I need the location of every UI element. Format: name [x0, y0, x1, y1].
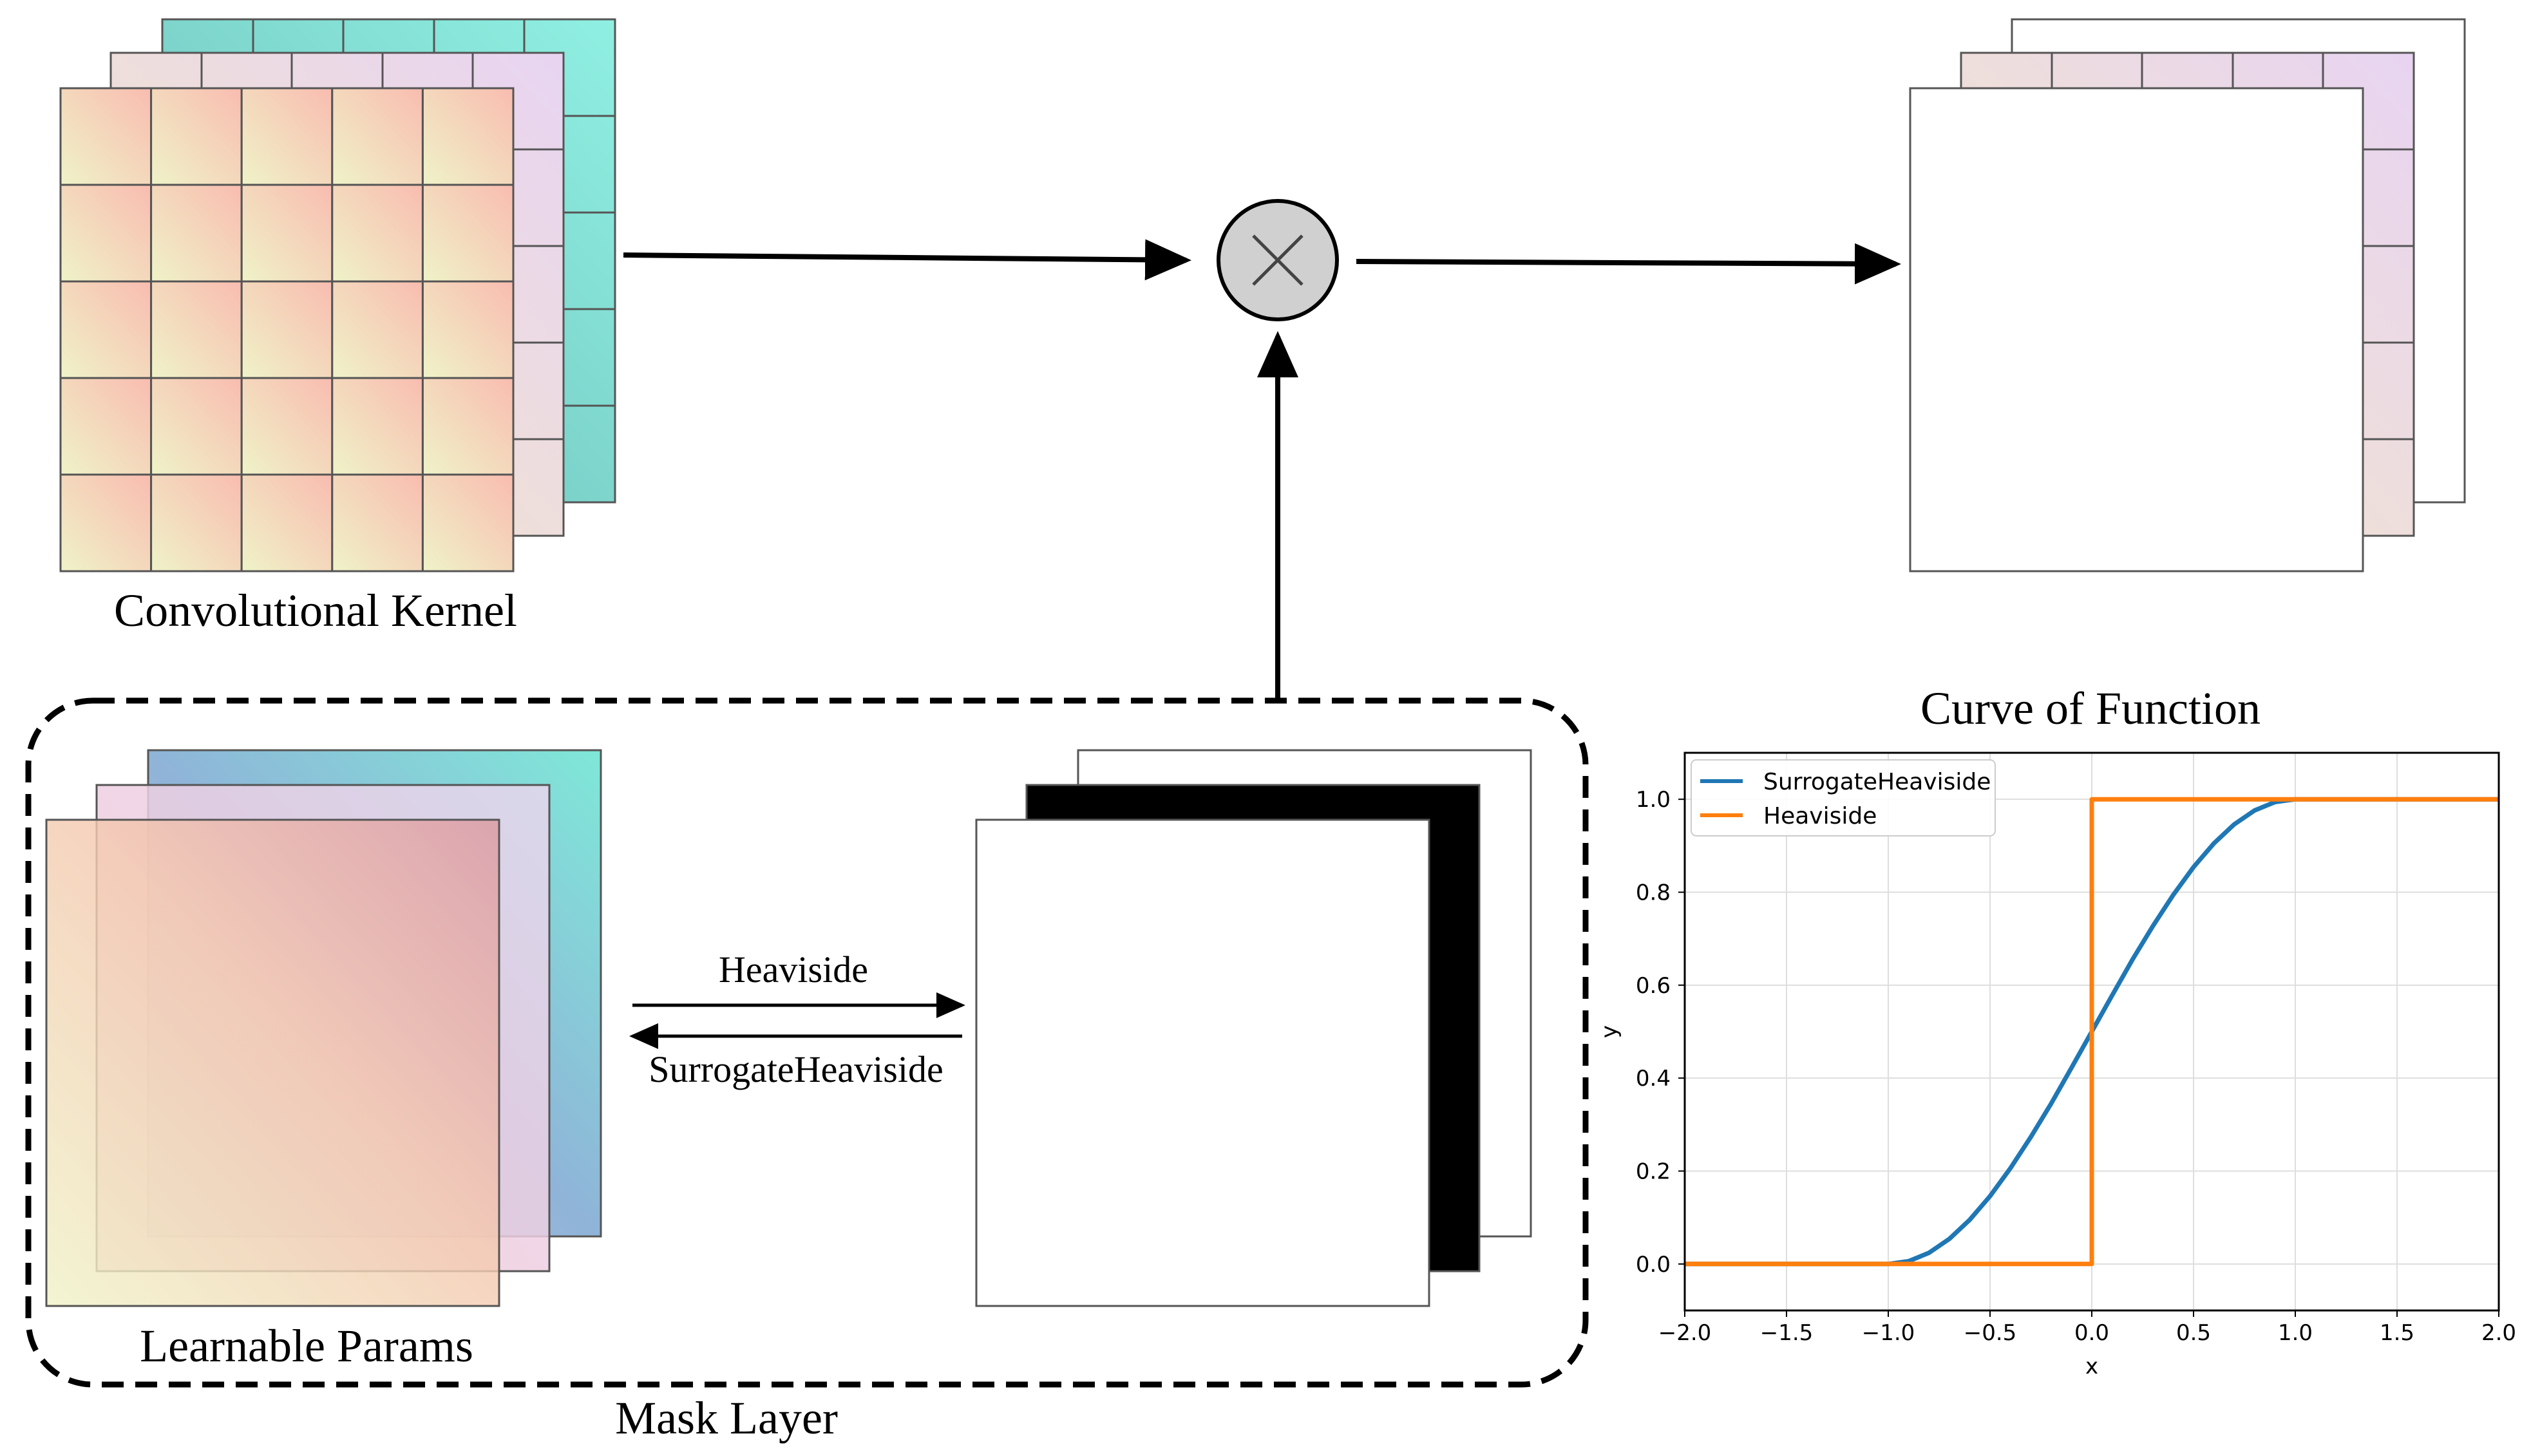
y-tick-label: 0.0: [1636, 1252, 1671, 1278]
x-tick-label: 1.5: [2380, 1320, 2414, 1346]
chart-x-axis-label: x: [2085, 1354, 2098, 1379]
heaviside-label: Heaviside: [719, 949, 868, 990]
chart-ticks: −2.0 −1.5 −1.0 −0.5 0.0 0.5 1.0 1.5 2.0 0.0 0.2 0.4…: [1636, 787, 2516, 1346]
arrow-kernel-to-operator: [623, 239, 1191, 281]
x-tick-label: −1.5: [1760, 1320, 1814, 1346]
kernel-cell: [421, 184, 515, 283]
kernel-cell: [150, 280, 243, 379]
kernel-cell: [421, 377, 515, 476]
kernel-cell: [59, 377, 153, 476]
x-tick-label: −0.5: [1964, 1320, 2017, 1346]
mask-layer-label: Mask Layer: [615, 1392, 838, 1444]
chart-legend: SurrogateHeaviside Heaviside: [1691, 759, 1996, 837]
output-layer-front: [1909, 87, 2364, 572]
y-tick-label: 0.2: [1636, 1159, 1671, 1185]
kernel-cell: [150, 377, 243, 476]
legend-box: [1691, 759, 1996, 837]
chart-plot-frame: [1683, 752, 2500, 1312]
x-tick-label: 1.0: [2278, 1320, 2313, 1346]
mask-layer-border: [25, 697, 1589, 1388]
x-tick-label: −1.0: [1862, 1320, 1915, 1346]
kernel-cell: [59, 184, 153, 283]
kernel-cell: [331, 280, 424, 379]
kernel-cell: [331, 473, 424, 572]
function-chart: Curve of Function −2.0 −1.5 −1.0 −0.5 0.0 0.5…: [1597, 683, 2516, 1379]
y-tick-label: 0.6: [1636, 973, 1671, 999]
kernel-cell: [150, 184, 243, 283]
kernel-cell: [421, 280, 515, 379]
legend-label-surrogate: SurrogateHeaviside: [1763, 769, 1991, 795]
kernel-cell: [331, 377, 424, 476]
x-tick-label: 0.0: [2074, 1320, 2109, 1346]
legend-label-heaviside: Heaviside: [1763, 803, 1877, 829]
kernel-cell: [240, 377, 334, 476]
kernel-cell: [421, 473, 515, 572]
params-label: Learnable Params: [140, 1320, 473, 1372]
chart-lines: [1685, 797, 2499, 1267]
multiply-operator: [1217, 199, 1339, 321]
x-tick-label: 2.0: [2481, 1320, 2516, 1346]
surrogate-heaviside-label: SurrogateHeaviside: [649, 1048, 943, 1090]
params-stack: [45, 749, 602, 1307]
kernel-label: Convolutional Kernel: [114, 585, 517, 636]
params-layer-front: [45, 818, 500, 1307]
kernel-cell: [240, 280, 334, 379]
kernel-cell: [240, 184, 334, 283]
y-tick-label: 0.8: [1636, 880, 1671, 906]
x-tick-label: 0.5: [2176, 1320, 2211, 1346]
kernel-stack: [59, 18, 616, 572]
mask-layer-front: [975, 818, 1430, 1307]
kernel-cell: [240, 87, 334, 186]
arrow-operator-to-output: [1356, 243, 1901, 285]
series-line-heaviside: [1685, 797, 2499, 1267]
kernel-cell: [150, 87, 243, 186]
kernel-cell: [421, 87, 515, 186]
kernel-layer-front: [59, 87, 515, 572]
output-stack: [1909, 18, 2466, 572]
mask-stack: [975, 749, 1532, 1307]
x-tick-label: −2.0: [1658, 1320, 1712, 1346]
kernel-cell: [240, 473, 334, 572]
kernel-cell: [59, 280, 153, 379]
kernel-cell: [331, 184, 424, 283]
multiply-icon: [1252, 234, 1303, 286]
y-tick-label: 0.4: [1636, 1066, 1671, 1092]
chart-y-axis-label: y: [1597, 1025, 1622, 1038]
chart-title: Curve of Function: [1920, 683, 2261, 734]
kernel-cell: [331, 87, 424, 186]
kernel-cell: [59, 87, 153, 186]
kernel-cell: [59, 473, 153, 572]
kernel-cell: [150, 473, 243, 572]
y-tick-label: 1.0: [1636, 787, 1671, 813]
